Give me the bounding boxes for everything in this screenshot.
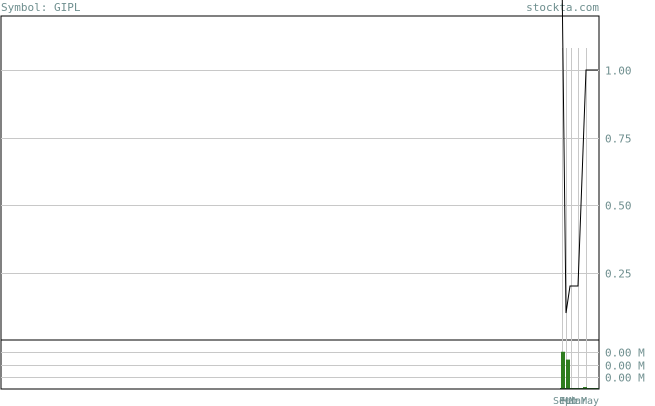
volume-tick-labels: 0.00 M0.00 M0.00 M — [605, 347, 645, 385]
volume-tick-label: 0.00 M — [605, 360, 645, 373]
x-axis-label: Feb — [559, 396, 577, 406]
price-tick-labels: 1.00 0.75 0.50 0.25 — [605, 65, 632, 281]
price-tick-label: 1.00 — [605, 65, 632, 78]
price-panel-frame — [0, 15, 600, 341]
volume-panel-frame — [0, 339, 600, 390]
price-gridlines — [1, 70, 599, 274]
volume-bar — [566, 359, 570, 389]
x-axis-label: Sep — [553, 396, 571, 406]
symbol-label: Symbol: GIPL — [1, 1, 81, 14]
price-tick-label: 0.25 — [605, 268, 632, 281]
vertical-gridlines — [562, 48, 587, 389]
volume-tick-label: 0.00 M — [605, 347, 645, 360]
volume-bar — [561, 351, 565, 389]
volume-gridlines — [1, 352, 599, 378]
x-axis-label: Mar — [562, 396, 580, 406]
price-tick-label: 0.75 — [605, 133, 632, 146]
x-axis-label: Mar — [569, 396, 587, 406]
x-axis-label: May — [581, 396, 599, 406]
volume-bars — [560, 351, 599, 389]
price-tick-label: 0.50 — [605, 200, 632, 213]
volume-tick-label: 0.00 M — [605, 372, 645, 385]
price-line — [560, 0, 598, 314]
